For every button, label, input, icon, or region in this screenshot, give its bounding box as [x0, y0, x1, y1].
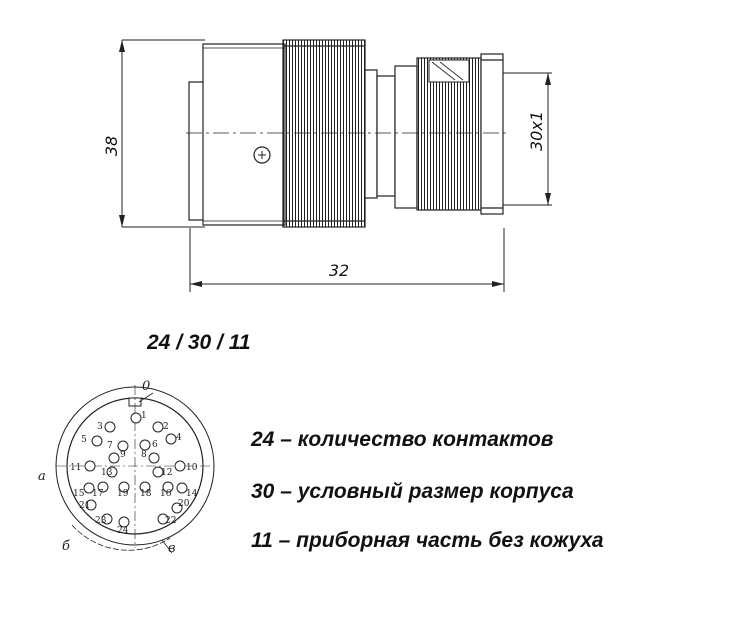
pin-label-14: 14	[186, 489, 198, 499]
legend-line-2: 30 – условный размер корпуса	[251, 480, 574, 503]
pin-contact-13	[106, 466, 118, 478]
label-b: б	[62, 539, 70, 554]
pin-contact-9	[108, 452, 120, 464]
pin-contact-2	[152, 421, 164, 433]
pin-contact-18	[139, 481, 151, 493]
pin-contact-7	[117, 440, 129, 452]
height-dimension-label: 38	[102, 136, 121, 156]
length-dimension-label: 32	[329, 261, 349, 280]
pin-label-4: 4	[176, 433, 182, 443]
pin-contact-14	[176, 482, 188, 494]
pin-label-13: 13	[101, 468, 113, 478]
pin-label-1: 1	[141, 411, 147, 421]
pin-label-17: 17	[92, 489, 104, 499]
pin-contact-17	[97, 481, 109, 493]
pin-label-21: 21	[79, 501, 90, 511]
connector-side-view	[186, 39, 510, 228]
pin-label-23: 23	[95, 516, 107, 526]
pin-label-12: 12	[161, 468, 172, 478]
pin-contact-1	[130, 412, 142, 424]
pin-label-7: 7	[107, 441, 113, 451]
pin-label-3: 3	[97, 422, 103, 432]
pin-label-19: 19	[117, 489, 129, 499]
pin-contact-22	[157, 513, 169, 525]
legend-line-1: 24 – количество контактов	[251, 428, 554, 451]
pin-contact-20	[171, 502, 183, 514]
pin-contact-8	[148, 452, 160, 464]
pin-label-18: 18	[140, 489, 152, 499]
pin-contact-4	[165, 433, 177, 445]
pin-label-15: 15	[73, 489, 85, 499]
pin-contact-19	[118, 481, 130, 493]
pin-contact-3	[104, 421, 116, 433]
pin-contact-12	[152, 466, 164, 478]
pin-label-9: 9	[120, 450, 126, 460]
pin-contact-21	[85, 499, 97, 511]
pin-label-5: 5	[81, 435, 87, 445]
label-o: 0	[142, 379, 150, 394]
pin-contact-23	[101, 513, 113, 525]
pin-label-2: 2	[163, 422, 169, 432]
label-a: а	[38, 469, 46, 484]
pin-contact-6	[139, 439, 151, 451]
height-dimension: 38	[102, 39, 205, 228]
pin-contact-5	[91, 435, 103, 447]
pin-label-10: 10	[186, 463, 198, 473]
pin-label-8: 8	[141, 450, 147, 460]
label-v: в	[168, 541, 176, 556]
connector-code: 24 / 30 / 11	[147, 331, 251, 354]
pin-label-6: 6	[152, 440, 158, 450]
legend-line-3: 11 – приборная часть без кожуха	[251, 529, 604, 552]
pin-contact-10	[174, 460, 186, 472]
pin-label-20: 20	[178, 499, 190, 509]
pin-contact-15	[83, 482, 95, 494]
length-dimension: 32	[189, 228, 505, 292]
thread-dimension-label: 30x1	[527, 111, 546, 151]
pin-contact-11	[84, 460, 96, 472]
pin-contact-24	[118, 516, 130, 528]
pin-label-11: 11	[70, 463, 81, 473]
pin-label-22: 22	[165, 516, 176, 526]
pin-label-24: 24	[117, 526, 129, 536]
pin-contact-16	[162, 481, 174, 493]
pin-label-16: 16	[160, 489, 172, 499]
